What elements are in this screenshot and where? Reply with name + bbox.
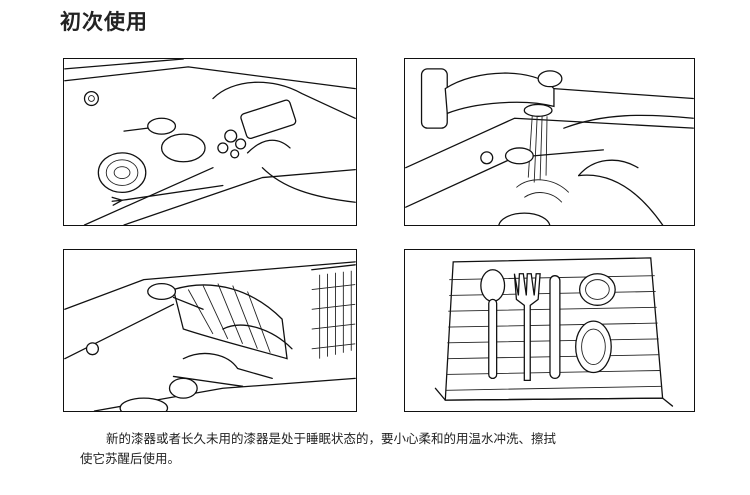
faucet-icon [420,68,563,129]
page-title: 初次使用 [60,10,148,34]
panel-washing-with-sponge [63,58,357,226]
hand-icon [563,114,694,225]
spoon-icon [504,147,604,165]
hand-icon [212,81,356,203]
rinsing-illustration [405,68,694,225]
utensils-on-towel-illustration [434,257,674,407]
spoon-icon [123,117,177,135]
fork-icon [111,184,224,206]
usage-caption: 新的漆器或者长久未用的漆器是处于睡眠状态的，要小心柔和的用温水冲洗、擦拭 使它苏… [80,429,720,469]
drain-icon [119,397,169,411]
spoon-icon [147,282,204,310]
drain-icon [97,152,147,194]
caption-line-1: 新的漆器或者长久未用的漆器是处于睡眠状态的，要小心柔和的用温水冲洗、擦拭 [106,431,557,446]
panel-drying-with-towel [63,249,357,412]
washing-illustration [64,59,356,225]
bowl-icon [160,133,206,163]
bowl-icon [575,273,616,374]
hand-icon [182,324,293,380]
sponge-icon [217,99,297,159]
bowl-icon [168,377,198,399]
sink-drain-icon [83,90,99,107]
dish-rack-icon [311,264,356,359]
sink-drain-icon [480,151,494,165]
spoon-icon [480,269,506,380]
drying-illustration [64,261,356,411]
towel-icon [172,283,288,360]
panel-rinsing-under-faucet [404,58,695,226]
sink-drain-icon [85,342,100,356]
caption-line-2: 使它苏醒后使用。 [80,451,181,466]
drain-icon [498,212,551,225]
water-stream-icon [516,116,570,203]
panel-utensils-on-towel [404,249,695,412]
chopstick-icon [549,275,561,380]
fork-icon [513,273,541,382]
